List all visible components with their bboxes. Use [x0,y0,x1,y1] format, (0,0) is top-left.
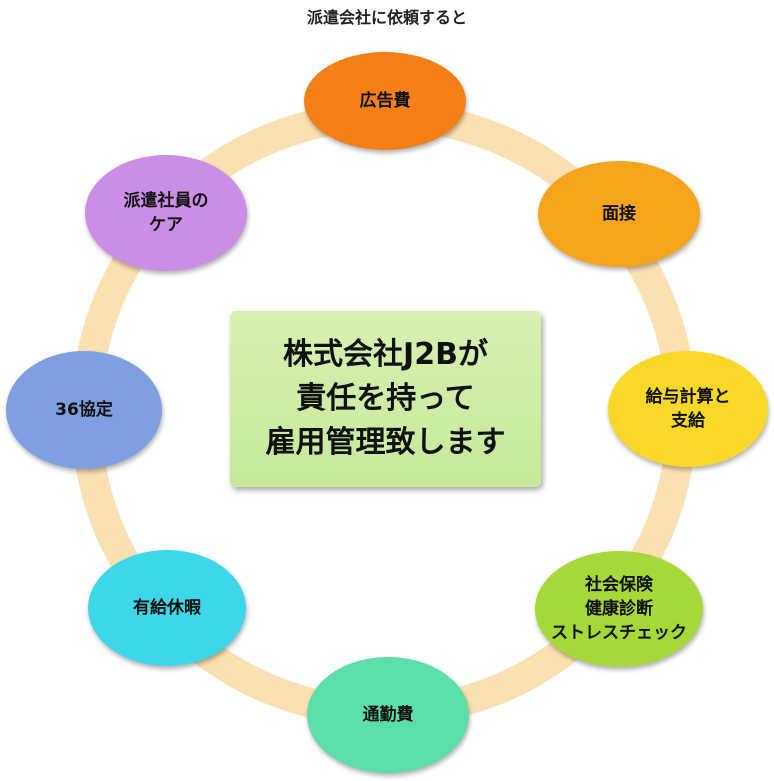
node-payroll: 給与計算と 支給 [608,351,768,467]
node-insurance-health: 社会保険 健康診断 ストレスチェック [535,551,703,667]
center-box: 株式会社J2Bが 責任を持って 雇用管理致します [230,311,541,487]
node-advertising: 広告費 [304,52,466,150]
node-label: 派遣社員の ケア [123,191,209,235]
center-line-2: 責任を持って [296,381,475,416]
node-label: 社会保険 健康診断 ストレスチェック [551,575,687,643]
node-label: 通勤費 [362,705,414,725]
center-line-1: 株式会社J2Bが [283,337,488,372]
node-label: 有給休暇 [133,598,201,618]
node-label: 面接 [602,204,636,224]
center-line-3: 雇用管理致します [265,425,506,460]
node-staff-care: 派遣社員の ケア [85,155,247,271]
node-36-agreement: 36協定 [6,351,162,469]
node-paid-leave: 有給休暇 [88,550,246,666]
caption: 派遣会社に依頼すると [306,8,467,27]
node-interview: 面接 [538,161,700,267]
node-label: 36協定 [55,400,113,420]
node-commute: 通勤費 [307,657,469,773]
node-label: 給与計算と 支給 [645,387,731,431]
node-label: 広告費 [359,91,411,111]
